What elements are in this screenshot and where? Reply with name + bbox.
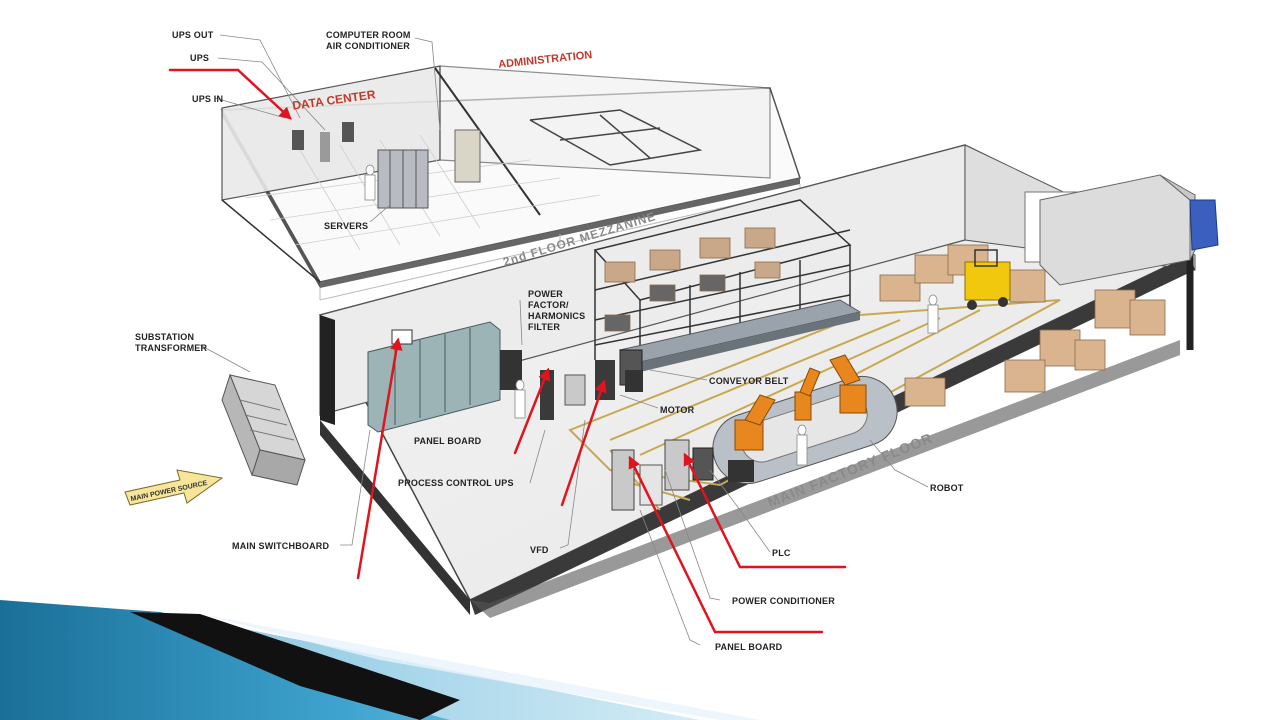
label-ups-in: UPS IN — [192, 94, 224, 104]
arrow-plc — [683, 452, 847, 569]
main-power-source-arrow — [124, 469, 224, 506]
storage-racks — [593, 199, 852, 365]
label-power-conditioner: POWER CONDITIONER — [732, 596, 835, 606]
server-racks — [377, 149, 429, 209]
label-plc: PLC — [772, 548, 791, 558]
label-power-factor-3: HARMONICS — [528, 311, 586, 321]
label-vfd: VFD — [530, 545, 549, 555]
label-main-switchboard: MAIN SWITCHBOARD — [232, 541, 330, 551]
label-robot: ROBOT — [930, 483, 964, 493]
boxes — [879, 244, 1166, 407]
label-ups: UPS — [190, 53, 210, 63]
label-crac-1: COMPUTER ROOM — [326, 30, 411, 40]
bottom-banner — [0, 600, 760, 720]
arrow-data-center-ups — [168, 68, 292, 120]
label-power-factor-2: FACTOR/ — [528, 300, 569, 310]
highlight-arrows — [168, 68, 847, 634]
forklift — [964, 249, 1011, 310]
rack-boxes — [604, 227, 781, 332]
people — [364, 164, 939, 466]
label-crac-2: AIR CONDITIONER — [326, 41, 410, 51]
label-panel-board-bottom: PANEL BOARD — [715, 642, 783, 652]
arrow-main-switchboard — [356, 337, 403, 580]
arrow-panel-board-left — [513, 367, 551, 455]
label-process-control-ups: PROCESS CONTROL UPS — [398, 478, 514, 488]
label-motor: MOTOR — [660, 405, 695, 415]
label-ups-out: UPS OUT — [172, 30, 214, 40]
arrow-vfd — [560, 379, 607, 507]
label-substation-1: SUBSTATION — [135, 332, 195, 342]
front-control-cabinets — [611, 439, 754, 511]
substation-transformer — [221, 373, 306, 486]
label-panel-board-left: PANEL BOARD — [414, 436, 482, 446]
label-substation-2: TRANSFORMER — [135, 343, 208, 353]
delivery-truck — [1039, 174, 1219, 286]
label-power-factor-4: FILTER — [528, 322, 561, 332]
label-conveyor-belt: CONVEYOR BELT — [709, 376, 789, 386]
mezzanine — [220, 65, 801, 301]
arrow-panel-board-bottom — [628, 455, 824, 634]
leader-lines — [199, 34, 929, 646]
label-power-factor-1: POWER — [528, 289, 564, 299]
industrial-robots — [734, 354, 867, 451]
label-servers: SERVERS — [324, 221, 369, 231]
